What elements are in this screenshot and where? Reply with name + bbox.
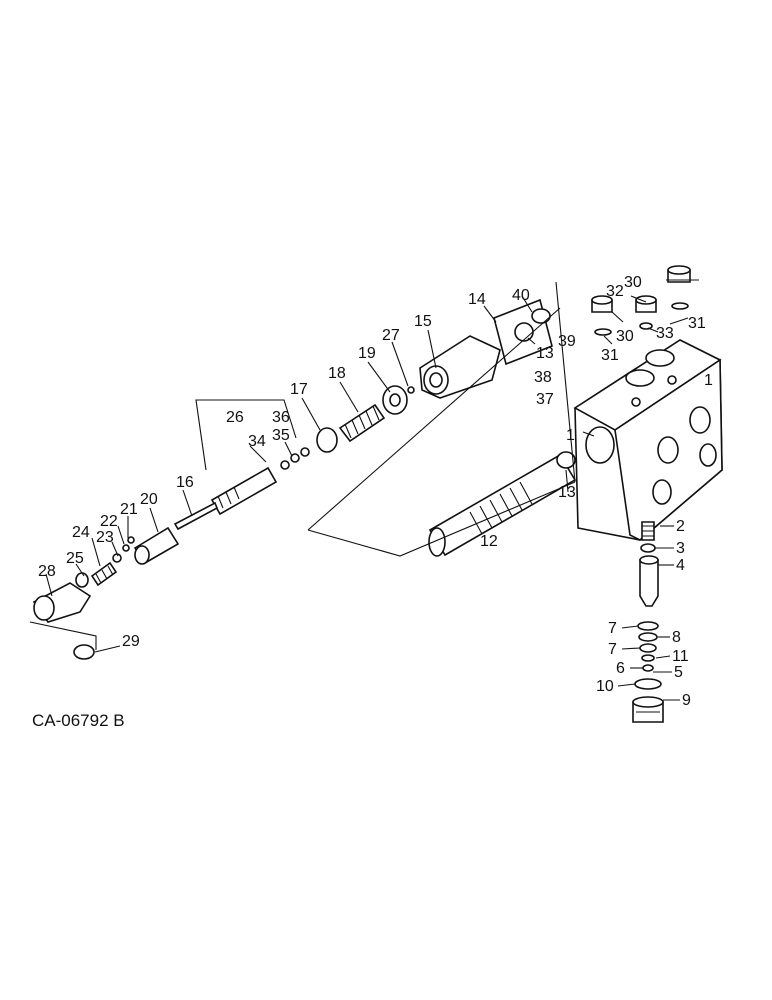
drawing-code: CA-06792 B [32,711,125,730]
callout-40: 40 [512,287,530,304]
detent-assembly [32,536,135,660]
callout-25: 25 [66,550,84,567]
spring-assembly [133,385,415,565]
callout-29: 29 [122,633,140,650]
callout-13b: 13 [536,345,554,362]
callout-30a: 30 [624,274,642,291]
callout-14: 14 [468,291,486,308]
callout-4: 4 [676,557,685,574]
callout-31b: 31 [601,347,619,364]
callout-27: 27 [382,327,400,344]
callout-15: 15 [414,313,432,330]
callout-7a: 7 [608,620,617,637]
callout-1b: 1 [704,372,713,389]
callout-32: 32 [606,283,624,300]
callout-6: 6 [616,660,625,677]
callout-10: 10 [596,678,614,695]
callout-28: 28 [38,563,56,580]
callout-1: 1 [566,427,575,444]
callout-30b: 30 [616,328,634,345]
callout-20: 20 [140,491,158,508]
top-plugs [591,265,691,336]
callout-16: 16 [176,474,194,491]
callout-38: 38 [534,369,552,386]
callout-39: 39 [558,333,576,350]
callout-19: 19 [358,345,376,362]
callout-3: 3 [676,540,685,557]
callout-9: 9 [682,692,691,709]
callout-17: 17 [290,381,308,398]
callout-34: 34 [248,433,266,450]
callout-26: 26 [226,409,244,426]
callout-2: 2 [676,518,685,535]
callout-31a: 31 [688,315,706,332]
leader-lines [29,279,699,701]
callout-18: 18 [328,365,346,382]
callout-21: 21 [120,501,138,518]
callout-37: 37 [536,391,554,408]
callout-13a: 13 [558,484,576,501]
callout-5: 5 [674,664,683,681]
callout-11: 11 [672,648,689,665]
callout-35: 35 [272,427,290,444]
callout-33: 33 [656,325,674,342]
callout-23: 23 [96,529,114,546]
callout-22: 22 [100,513,118,530]
callout-7b: 7 [608,641,617,658]
callout-12: 12 [480,533,498,550]
cover-and-housing [419,298,553,399]
callout-labels: 1 1 2 3 4 7 8 7 11 6 5 10 9 12 13 13 14 … [38,274,713,709]
valve-body [573,339,723,541]
callout-24: 24 [72,524,90,541]
relief-valve-stack [632,521,664,723]
callout-36: 36 [272,409,290,426]
main-spool [428,451,577,557]
callout-8: 8 [672,629,681,646]
